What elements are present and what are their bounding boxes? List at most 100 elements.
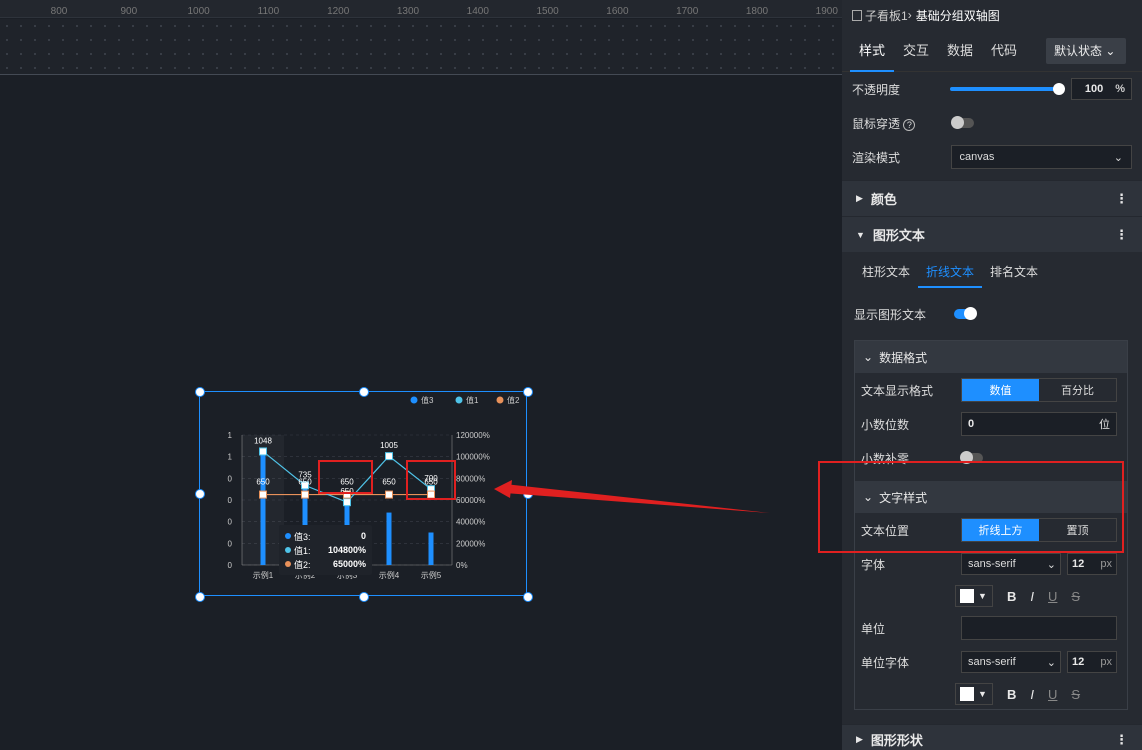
- unit-font-color-picker[interactable]: ▼: [955, 683, 993, 705]
- legend-label: 值1: [466, 395, 479, 405]
- properties-panel: 子看板1 › 基础分组双轴图 样式 交互 数据 代码 默认状态 ⌄ 不透明度 1…: [818, 0, 1142, 750]
- state-select[interactable]: 默认状态 ⌄: [1046, 37, 1126, 64]
- display-format-label: 文本显示格式: [861, 383, 934, 398]
- decimals-unit: 位: [1099, 419, 1110, 431]
- data-label: 650: [256, 478, 270, 487]
- ruler-tick-label: 800: [50, 6, 68, 17]
- zero-pad-toggle[interactable]: [960, 451, 983, 464]
- bar: [386, 512, 392, 565]
- state-select-value: 默认状态: [1054, 43, 1103, 58]
- left-tick-label: 0: [228, 561, 233, 570]
- breadcrumb-parent[interactable]: 子看板1: [865, 8, 908, 23]
- tooltip-row: 值2:65000%: [285, 557, 366, 571]
- tooltip-name: 值3:: [294, 531, 311, 542]
- more-icon[interactable]: ⋮: [1115, 190, 1128, 206]
- line-point: [259, 490, 267, 499]
- resize-handle[interactable]: [523, 592, 533, 602]
- resize-handle[interactable]: [195, 489, 205, 499]
- ruler-tick-label: 1100: [257, 6, 280, 17]
- line-point: [301, 490, 309, 499]
- resize-handle[interactable]: [359, 592, 369, 602]
- resize-handle[interactable]: [195, 387, 205, 397]
- font-select[interactable]: sans-serif⌄: [961, 553, 1061, 575]
- annotation-box: [818, 461, 1124, 553]
- text-style-header[interactable]: ⌄ 文字样式: [855, 481, 1127, 513]
- canvas-grid: [0, 19, 842, 75]
- italic-icon[interactable]: I: [1030, 686, 1035, 702]
- tooltip-row: 值3: 0: [285, 529, 366, 543]
- unit-font-value: sans-serif: [968, 656, 1016, 668]
- resize-handle[interactable]: [359, 387, 369, 397]
- ruler-tick-label: 1000: [187, 6, 210, 17]
- strikethrough-icon[interactable]: S: [1071, 686, 1081, 702]
- annotation-box: [406, 460, 456, 500]
- format-value-option[interactable]: 数值: [962, 379, 1039, 401]
- section-color[interactable]: ▶颜色⋮: [842, 180, 1142, 216]
- render-mode-select[interactable]: canvas⌄: [950, 145, 1132, 169]
- tooltip-row: 值1:104800%: [285, 543, 366, 557]
- ruler-tick-label: 900: [120, 6, 138, 17]
- text-style-title: 文字样式: [879, 490, 928, 505]
- position-top-option[interactable]: 置顶: [1066, 525, 1089, 537]
- chevron-down-icon: ⌄: [863, 490, 874, 504]
- format-percent-option[interactable]: 百分比: [1061, 385, 1094, 397]
- unit-input[interactable]: [961, 616, 1117, 640]
- underline-icon[interactable]: U: [1048, 686, 1058, 702]
- data-format-header[interactable]: ⌄数据格式: [855, 341, 1127, 373]
- bar: [428, 532, 434, 565]
- tab-interaction[interactable]: 交互: [903, 42, 930, 58]
- opacity-input[interactable]: 100%: [1070, 78, 1132, 100]
- panel-tabs: 样式 交互 数据 代码 默认状态 ⌄: [842, 30, 1142, 72]
- resize-handle[interactable]: [523, 387, 533, 397]
- ruler-tick-label: 1200: [327, 6, 350, 17]
- strikethrough-icon[interactable]: S: [1071, 588, 1081, 604]
- unit-font-select[interactable]: sans-serif⌄: [961, 651, 1061, 673]
- italic-icon[interactable]: I: [1030, 588, 1035, 604]
- opacity-unit: %: [1115, 83, 1125, 95]
- more-icon[interactable]: ⋮: [1115, 731, 1128, 747]
- unit-font-size-value: 12: [1072, 656, 1085, 668]
- more-icon[interactable]: ⋮: [1115, 226, 1128, 242]
- unit-font-size-input[interactable]: 12 px: [1067, 651, 1117, 673]
- section-graphic-text[interactable]: ▼图形文本⋮: [842, 216, 1142, 252]
- color-swatch: [960, 687, 974, 701]
- underline-icon[interactable]: U: [1048, 588, 1058, 604]
- section-color-title: 颜色: [870, 192, 897, 207]
- mouse-through-toggle[interactable]: [951, 116, 974, 129]
- subtab-line-text[interactable]: 折线文本: [918, 256, 983, 288]
- font-color-picker[interactable]: ▼: [955, 585, 993, 607]
- opacity-slider[interactable]: [950, 83, 1066, 95]
- tab-code[interactable]: 代码: [991, 42, 1018, 58]
- unit-font-label: 单位字体: [861, 655, 910, 670]
- bold-icon[interactable]: B: [1007, 588, 1017, 604]
- right-tick-label: 40000%: [456, 518, 485, 527]
- opacity-value: 100: [1084, 83, 1104, 95]
- resize-handle[interactable]: [195, 592, 205, 602]
- resize-handle[interactable]: [523, 489, 533, 499]
- subtab-bar-text[interactable]: 柱形文本: [862, 265, 911, 279]
- tab-data[interactable]: 数据: [947, 42, 974, 58]
- section-graphic-shape-title: 图形形状: [870, 733, 923, 748]
- tooltip-value: 104800%: [327, 545, 366, 555]
- tooltip-value: 0: [360, 531, 366, 541]
- display-format-row: 文本显示格式 数值 百分比: [855, 373, 1127, 407]
- show-text-toggle[interactable]: [954, 307, 977, 320]
- legend-label: 值2: [507, 395, 520, 405]
- section-graphic-shape[interactable]: ▶图形形状⋮: [842, 724, 1142, 750]
- data-format-title: 数据格式: [879, 350, 928, 365]
- bold-icon[interactable]: B: [1007, 686, 1017, 702]
- help-icon[interactable]: ?: [903, 118, 916, 131]
- bar: [260, 451, 266, 565]
- position-above-option[interactable]: 折线上方: [962, 519, 1039, 541]
- unit-font-size-unit: px: [1100, 656, 1112, 668]
- subtab-rank-text[interactable]: 排名文本: [990, 265, 1039, 279]
- right-tick-label: 20000%: [456, 539, 485, 548]
- render-mode-value: canvas: [959, 151, 995, 163]
- tab-style[interactable]: 样式: [850, 30, 895, 72]
